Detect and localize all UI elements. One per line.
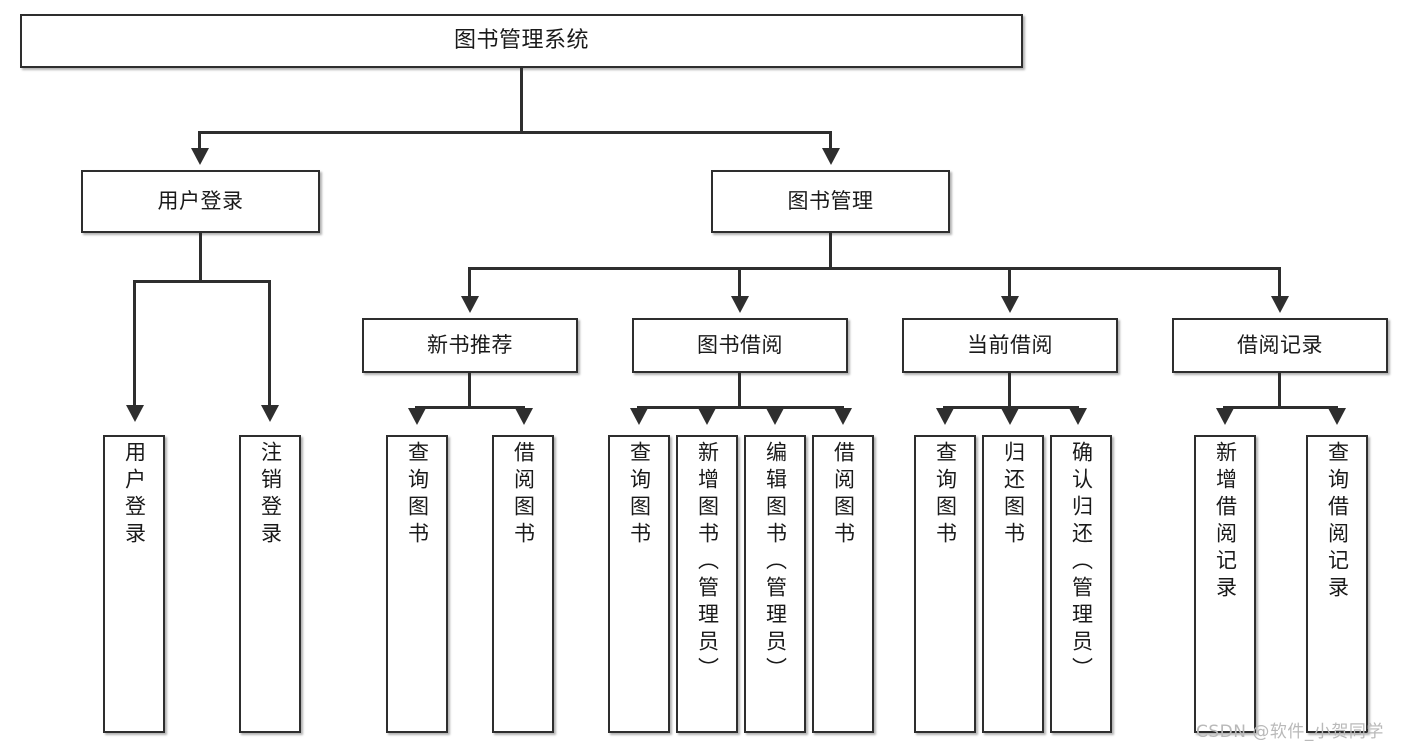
arrow-icon-leaf-current-borrow-1 bbox=[936, 408, 954, 425]
node-label: 新增借阅记录 bbox=[1213, 441, 1238, 603]
node-book-borrow[interactable]: 图书借阅 bbox=[632, 318, 848, 373]
node-label: 用户登录 bbox=[157, 189, 244, 214]
leaf-book-borrow-borrow[interactable]: 借阅图书 bbox=[812, 435, 874, 733]
node-label: 借阅图书 bbox=[831, 441, 856, 549]
leaf-book-borrow-edit[interactable]: 编辑图书（管理员） bbox=[744, 435, 806, 733]
arrow-icon-leaf-book-borrow-2 bbox=[698, 408, 716, 425]
leaf-book-borrow-add[interactable]: 新增图书（管理员） bbox=[676, 435, 738, 733]
node-label: 查询图书 bbox=[405, 441, 430, 549]
leaf-current-borrow-return[interactable]: 归还图书 bbox=[982, 435, 1044, 733]
connector-user-login-bus bbox=[133, 280, 270, 283]
leaf-user-login-login[interactable]: 用户登录 bbox=[103, 435, 165, 733]
node-label: 用户登录 bbox=[122, 441, 147, 549]
arrow-icon-leaf-book-borrow-4 bbox=[834, 408, 852, 425]
node-book-manage[interactable]: 图书管理 bbox=[711, 170, 950, 233]
connector-new-book-bus bbox=[415, 406, 525, 409]
node-label: 编辑图书（管理员） bbox=[763, 441, 788, 684]
connector-book-manage-stem bbox=[829, 233, 832, 269]
connector-borrow-record-bus bbox=[1223, 406, 1338, 409]
arrow-icon-leaf-user-login-2 bbox=[261, 405, 279, 422]
arrow-icon-leaf-borrow-record-1 bbox=[1216, 408, 1234, 425]
node-label: 查询图书 bbox=[627, 441, 652, 549]
node-label: 归还图书 bbox=[1001, 441, 1026, 549]
arrow-icon-leaf-book-borrow-3 bbox=[766, 408, 784, 425]
arrow-icon-to-book-manage bbox=[822, 148, 840, 165]
arrow-icon-leaf-new-book-2 bbox=[515, 408, 533, 425]
node-label: 查询图书 bbox=[933, 441, 958, 549]
arrow-icon-to-borrow-record bbox=[1271, 296, 1289, 313]
connector-current-borrow-stem bbox=[1008, 373, 1011, 408]
node-label: 借阅图书 bbox=[511, 441, 536, 549]
leaf-book-borrow-query[interactable]: 查询图书 bbox=[608, 435, 670, 733]
leaf-current-borrow-query[interactable]: 查询图书 bbox=[914, 435, 976, 733]
csdn-watermark: CSDN @软件_小贺同学 bbox=[1196, 722, 1384, 742]
connector-drop-book-borrow bbox=[738, 267, 741, 299]
connector-book-manage-bus bbox=[468, 267, 1280, 270]
leaf-user-login-logout[interactable]: 注销登录 bbox=[239, 435, 301, 733]
connector-root-stem bbox=[520, 68, 523, 131]
connector-drop-book-manage bbox=[829, 131, 832, 151]
connector-book-borrow-stem bbox=[738, 373, 741, 408]
connector-current-borrow-bus bbox=[943, 406, 1079, 409]
node-user-login[interactable]: 用户登录 bbox=[81, 170, 320, 233]
connector-book-borrow-bus bbox=[637, 406, 844, 409]
leaf-borrow-record-query[interactable]: 查询借阅记录 bbox=[1306, 435, 1368, 733]
node-label: 图书借阅 bbox=[697, 333, 783, 358]
connector-drop-user-login-1 bbox=[133, 280, 136, 408]
arrow-icon-to-book-borrow bbox=[731, 296, 749, 313]
arrow-icon-to-user-login bbox=[191, 148, 209, 165]
node-borrow-record[interactable]: 借阅记录 bbox=[1172, 318, 1388, 373]
node-root-system[interactable]: 图书管理系统 bbox=[20, 14, 1023, 68]
arrow-icon-leaf-user-login-1 bbox=[126, 405, 144, 422]
node-label: 图书管理系统 bbox=[453, 28, 589, 54]
connector-user-login-stem bbox=[199, 233, 202, 282]
leaf-new-book-query[interactable]: 查询图书 bbox=[386, 435, 448, 733]
node-label: 借阅记录 bbox=[1237, 333, 1323, 358]
arrow-icon-leaf-current-borrow-3 bbox=[1069, 408, 1087, 425]
leaf-borrow-record-add[interactable]: 新增借阅记录 bbox=[1194, 435, 1256, 733]
node-label: 新书推荐 bbox=[427, 333, 513, 358]
arrow-icon-to-current-borrow bbox=[1001, 296, 1019, 313]
connector-borrow-record-stem bbox=[1278, 373, 1281, 408]
node-label: 确认归还（管理员） bbox=[1069, 441, 1094, 684]
connector-drop-user-login bbox=[198, 131, 201, 151]
connector-drop-new-book bbox=[468, 267, 471, 299]
arrow-icon-leaf-book-borrow-1 bbox=[630, 408, 648, 425]
node-label: 注销登录 bbox=[258, 441, 283, 549]
node-label: 当前借阅 bbox=[967, 333, 1053, 358]
leaf-current-borrow-confirm[interactable]: 确认归还（管理员） bbox=[1050, 435, 1112, 733]
connector-drop-borrow-record bbox=[1278, 267, 1281, 299]
node-label: 查询借阅记录 bbox=[1325, 441, 1350, 603]
node-label: 新增图书（管理员） bbox=[695, 441, 720, 684]
node-new-book[interactable]: 新书推荐 bbox=[362, 318, 578, 373]
connector-new-book-stem bbox=[468, 373, 471, 408]
connector-drop-user-login-2 bbox=[268, 280, 271, 408]
node-current-borrow[interactable]: 当前借阅 bbox=[902, 318, 1118, 373]
connector-drop-current-borrow bbox=[1008, 267, 1011, 299]
arrow-icon-to-new-book bbox=[461, 296, 479, 313]
arrow-icon-leaf-current-borrow-2 bbox=[1001, 408, 1019, 425]
node-label: 图书管理 bbox=[787, 189, 874, 214]
arrow-icon-leaf-new-book-1 bbox=[408, 408, 426, 425]
arrow-icon-leaf-borrow-record-2 bbox=[1328, 408, 1346, 425]
leaf-new-book-borrow[interactable]: 借阅图书 bbox=[492, 435, 554, 733]
connector-root-bus bbox=[198, 131, 832, 134]
